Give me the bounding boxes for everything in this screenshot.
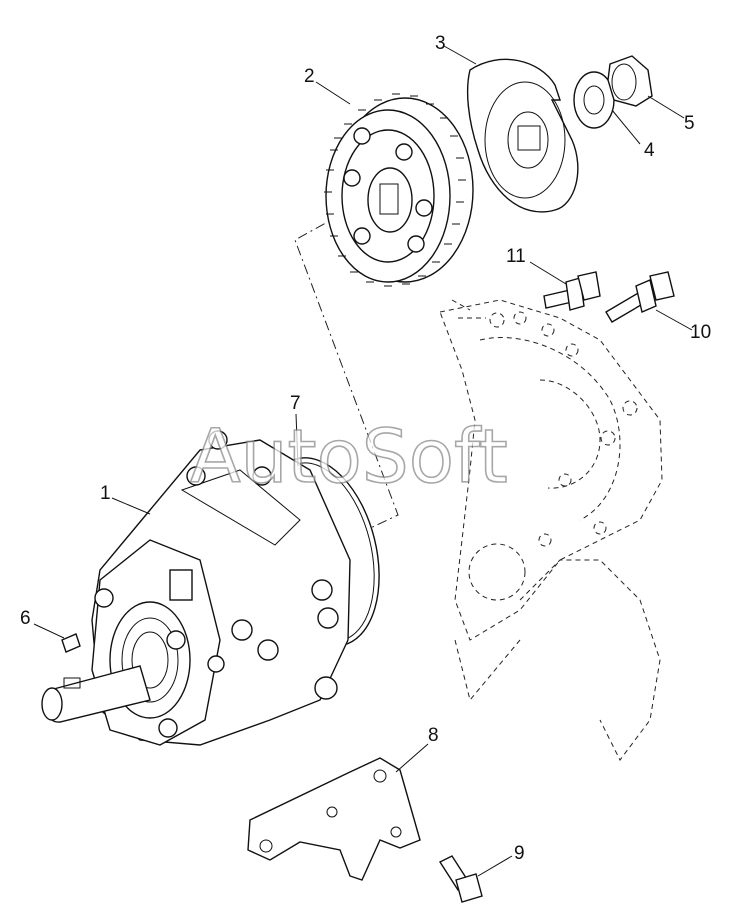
callout-label: 11 [506,246,526,267]
callout-label: 3 [435,33,446,54]
bracket-bolt [438,855,483,903]
alignment-line [294,213,399,533]
callout-label: 8 [428,725,439,746]
engine-housing-ghost [439,299,663,761]
callout-label: 9 [514,843,525,864]
leader-lines [33,45,693,877]
woodruff-key [61,633,81,653]
callout-label: 2 [304,66,315,87]
watermark-text: AutoSoft [190,414,508,500]
callout-label: 10 [690,322,711,343]
cover-plate [466,58,579,213]
mounting-bracket [247,757,421,881]
callout-label: 7 [290,393,301,414]
nut [607,55,653,107]
drive-gear [324,93,474,287]
callout-label: 5 [684,113,695,134]
long-bolt [605,271,675,323]
callout-label: 4 [644,140,655,161]
callout-label: 6 [20,608,31,629]
callout-label: 1 [100,483,111,504]
short-bolt [543,271,601,311]
pump-body [41,430,351,746]
